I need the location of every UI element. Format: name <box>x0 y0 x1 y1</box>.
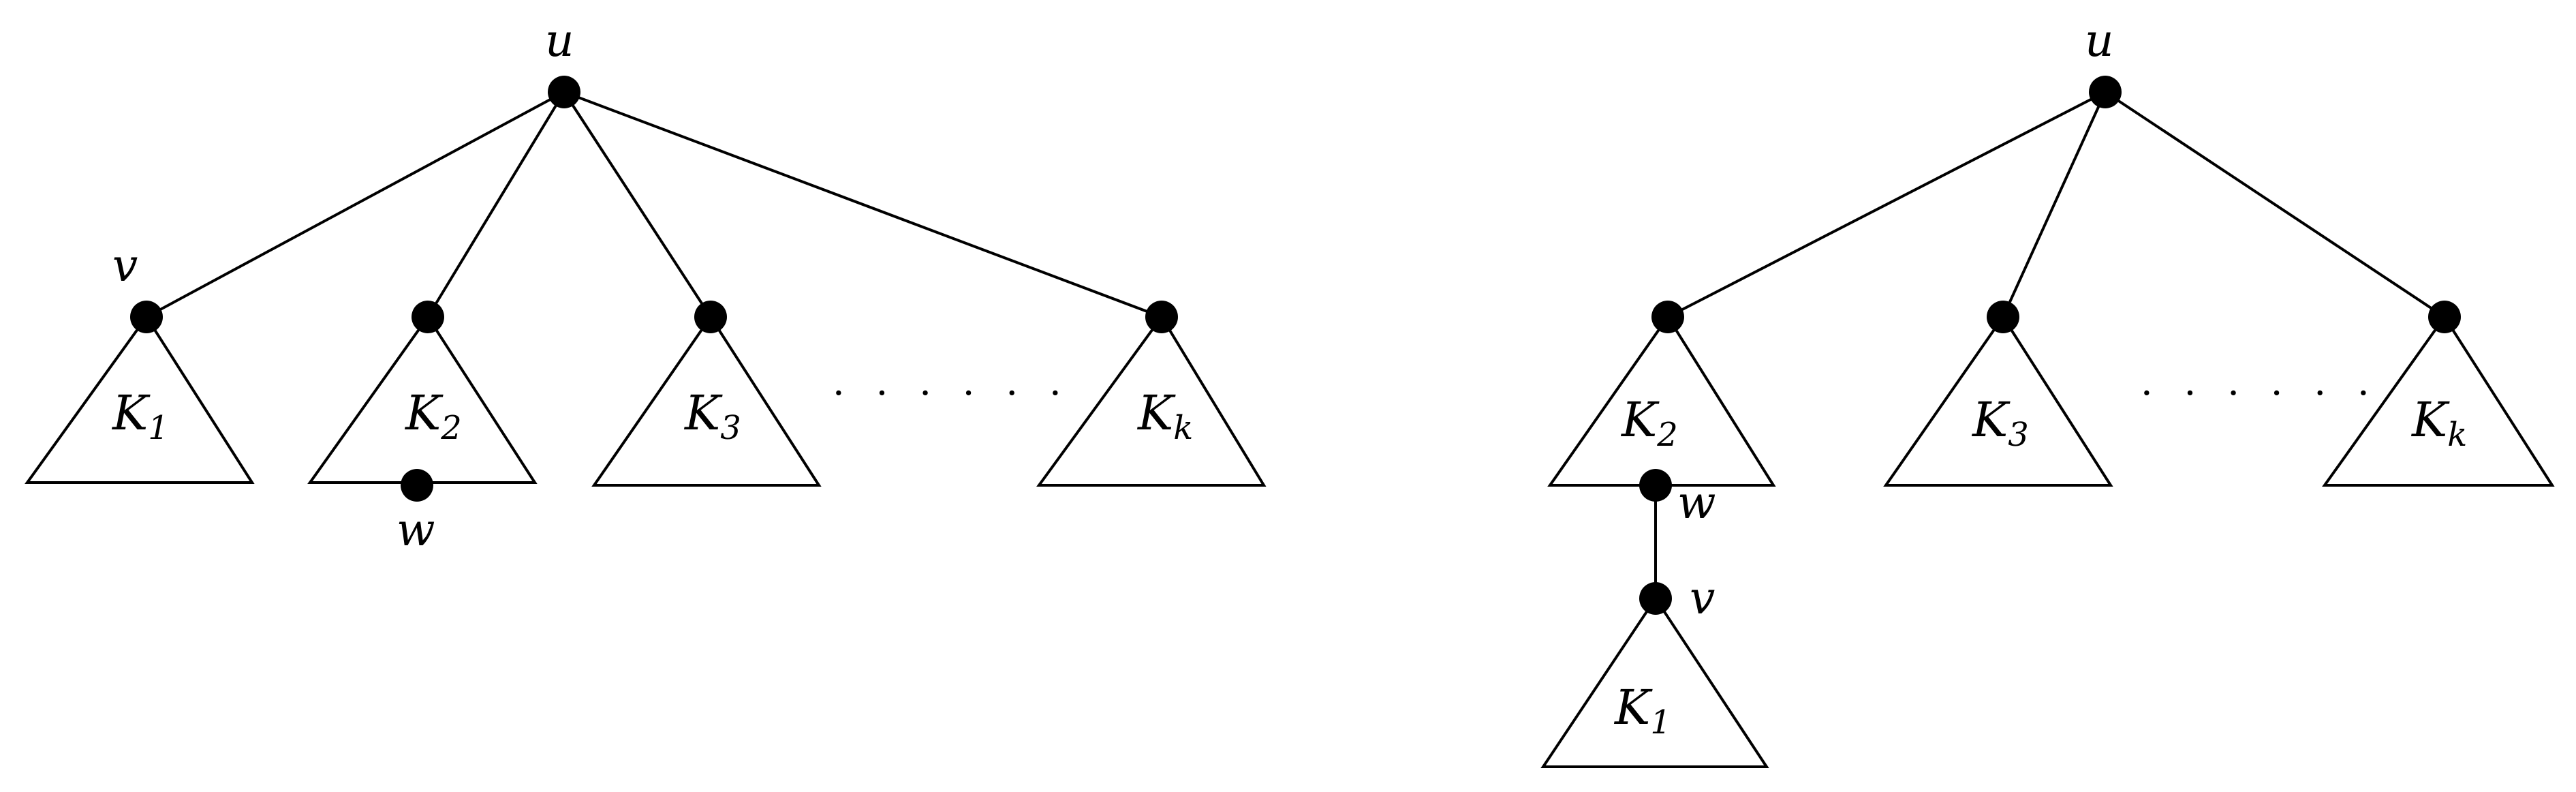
left-subtree-k3 <box>591 314 822 487</box>
left-label-k3: K3 <box>683 385 741 447</box>
right-node-u <box>2089 76 2122 108</box>
right-label-kk: Kk <box>2410 392 2467 454</box>
left-label-kk: Kk <box>1136 385 1193 447</box>
left-label-k1: K1 <box>111 385 169 447</box>
left-label-v: v <box>112 239 138 292</box>
right-edge-u-k3 <box>2002 91 2107 318</box>
right-edge-u-kk <box>2104 91 2446 318</box>
right-label-u: u <box>2085 14 2114 67</box>
left-label-k2: K2 <box>404 385 462 447</box>
right-label-v: v <box>1690 572 1715 624</box>
right-node-kk-root <box>2428 301 2461 333</box>
left-node-u <box>548 76 580 108</box>
left-edge-u-v <box>146 91 565 318</box>
right-label-w: w <box>1677 476 1716 529</box>
left-ellipsis: · · · · · · <box>833 371 1071 416</box>
left-label-w: w <box>397 504 435 556</box>
right-node-w <box>1639 469 1672 502</box>
left-node-v <box>130 301 163 333</box>
left-node-k3-root <box>694 301 727 333</box>
left-node-kk-root <box>1145 301 1178 333</box>
left-node-k2-root <box>412 301 444 333</box>
right-ellipsis: · · · · · · <box>2141 371 2379 416</box>
right-node-v <box>1639 582 1672 615</box>
left-node-w <box>401 469 433 502</box>
right-subtree-k2 <box>1547 314 1776 487</box>
left-edge-u-kk <box>563 91 1162 318</box>
right-subtree-k1 <box>1540 596 1769 768</box>
right-subtree-k3 <box>1883 314 2113 487</box>
left-subtree-k1 <box>25 314 255 484</box>
left-label-u: u <box>545 14 574 67</box>
right-label-k3: K3 <box>1971 392 2029 454</box>
left-edge-u-k3 <box>563 91 712 318</box>
right-label-k1: K1 <box>1613 680 1671 742</box>
right-tree: u w v K2 K3 Kk K1 · · · · · · <box>1540 14 2555 768</box>
left-tree: u v w K1 K2 K3 Kk · · · · · · <box>25 14 1267 556</box>
right-node-k2-root <box>1651 301 1684 333</box>
right-label-k2: K2 <box>1620 392 1678 454</box>
right-edge-u-k2 <box>1667 91 2106 318</box>
right-node-k3-root <box>1987 301 2019 333</box>
right-subtree-kk <box>2322 314 2555 487</box>
left-edge-u-k2 <box>426 91 565 318</box>
left-subtree-kk <box>1036 314 1267 487</box>
